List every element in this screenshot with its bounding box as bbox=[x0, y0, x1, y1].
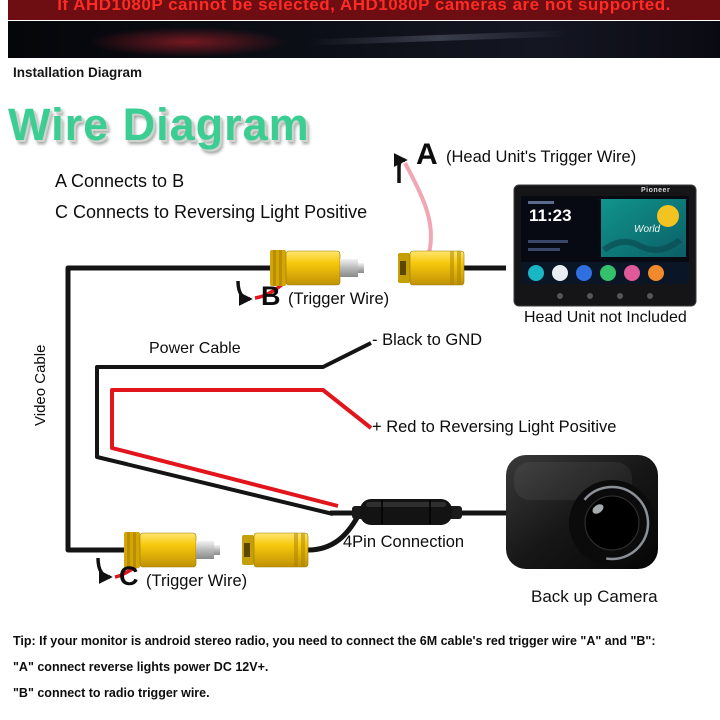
photo-light-streak bbox=[307, 30, 569, 46]
warning-banner: If AHD1080P cannot be selected, AHD1080P… bbox=[8, 0, 720, 21]
point-a-desc: (Head Unit's Trigger Wire) bbox=[446, 148, 637, 166]
video-cable-wire bbox=[65, 265, 278, 553]
head-unit-art-text: World bbox=[634, 224, 661, 235]
warning-banner-text: If AHD1080P cannot be selected, AHD1080P… bbox=[57, 0, 671, 14]
power-cable-label: Power Cable bbox=[149, 340, 241, 357]
power-wire-black bbox=[95, 341, 372, 516]
head-unit-image bbox=[513, 184, 697, 307]
section-heading: Installation Diagram bbox=[13, 65, 143, 80]
fourpin-label: 4Pin Connection bbox=[343, 533, 465, 551]
head-unit-caption: Head Unit not Included bbox=[524, 309, 687, 326]
rca-female-bottom bbox=[242, 532, 309, 568]
instruction-a-to-b: A Connects to B bbox=[55, 171, 185, 191]
point-b-letter: B bbox=[261, 281, 281, 311]
head-unit-clock: 11:23 bbox=[529, 206, 572, 225]
camera-caption: Back up Camera bbox=[531, 587, 658, 606]
female-bottom-cable bbox=[307, 514, 361, 553]
point-c-desc: (Trigger Wire) bbox=[146, 572, 248, 590]
wire-diagram-title: Wire Diagram bbox=[8, 99, 310, 150]
arrow-c bbox=[96, 557, 113, 584]
black-gnd-label: - Black to GND bbox=[372, 331, 483, 349]
head-unit-brand: Pioneer bbox=[641, 187, 671, 194]
car-taillight-glow bbox=[88, 27, 288, 57]
backup-camera-image bbox=[506, 455, 658, 569]
tip-line-3: "B" connect to radio trigger wire. bbox=[13, 686, 210, 700]
car-photo-strip bbox=[8, 21, 720, 58]
arrow-b bbox=[236, 280, 253, 306]
point-c-letter: C bbox=[119, 561, 139, 591]
point-b-desc: (Trigger Wire) bbox=[288, 290, 390, 308]
instruction-c-to-light: C Connects to Reversing Light Positive bbox=[55, 202, 368, 222]
red-reversing-label: + Red to Reversing Light Positive bbox=[372, 418, 617, 436]
arrow-a bbox=[393, 153, 408, 183]
rca-male-bottom bbox=[124, 532, 220, 568]
rca-male-top bbox=[270, 250, 364, 286]
power-wire-red bbox=[110, 388, 373, 508]
video-cable-label: Video Cable bbox=[32, 344, 49, 426]
tip-line-2: "A" connect reverse lights power DC 12V+… bbox=[13, 660, 269, 674]
fourpin-connector bbox=[352, 499, 462, 525]
point-a-letter: A bbox=[416, 138, 438, 171]
rca-female-top bbox=[398, 250, 465, 286]
tip-line-1: Tip: If your monitor is android stereo r… bbox=[13, 634, 656, 648]
trigger-wire-a-pink bbox=[403, 162, 434, 254]
